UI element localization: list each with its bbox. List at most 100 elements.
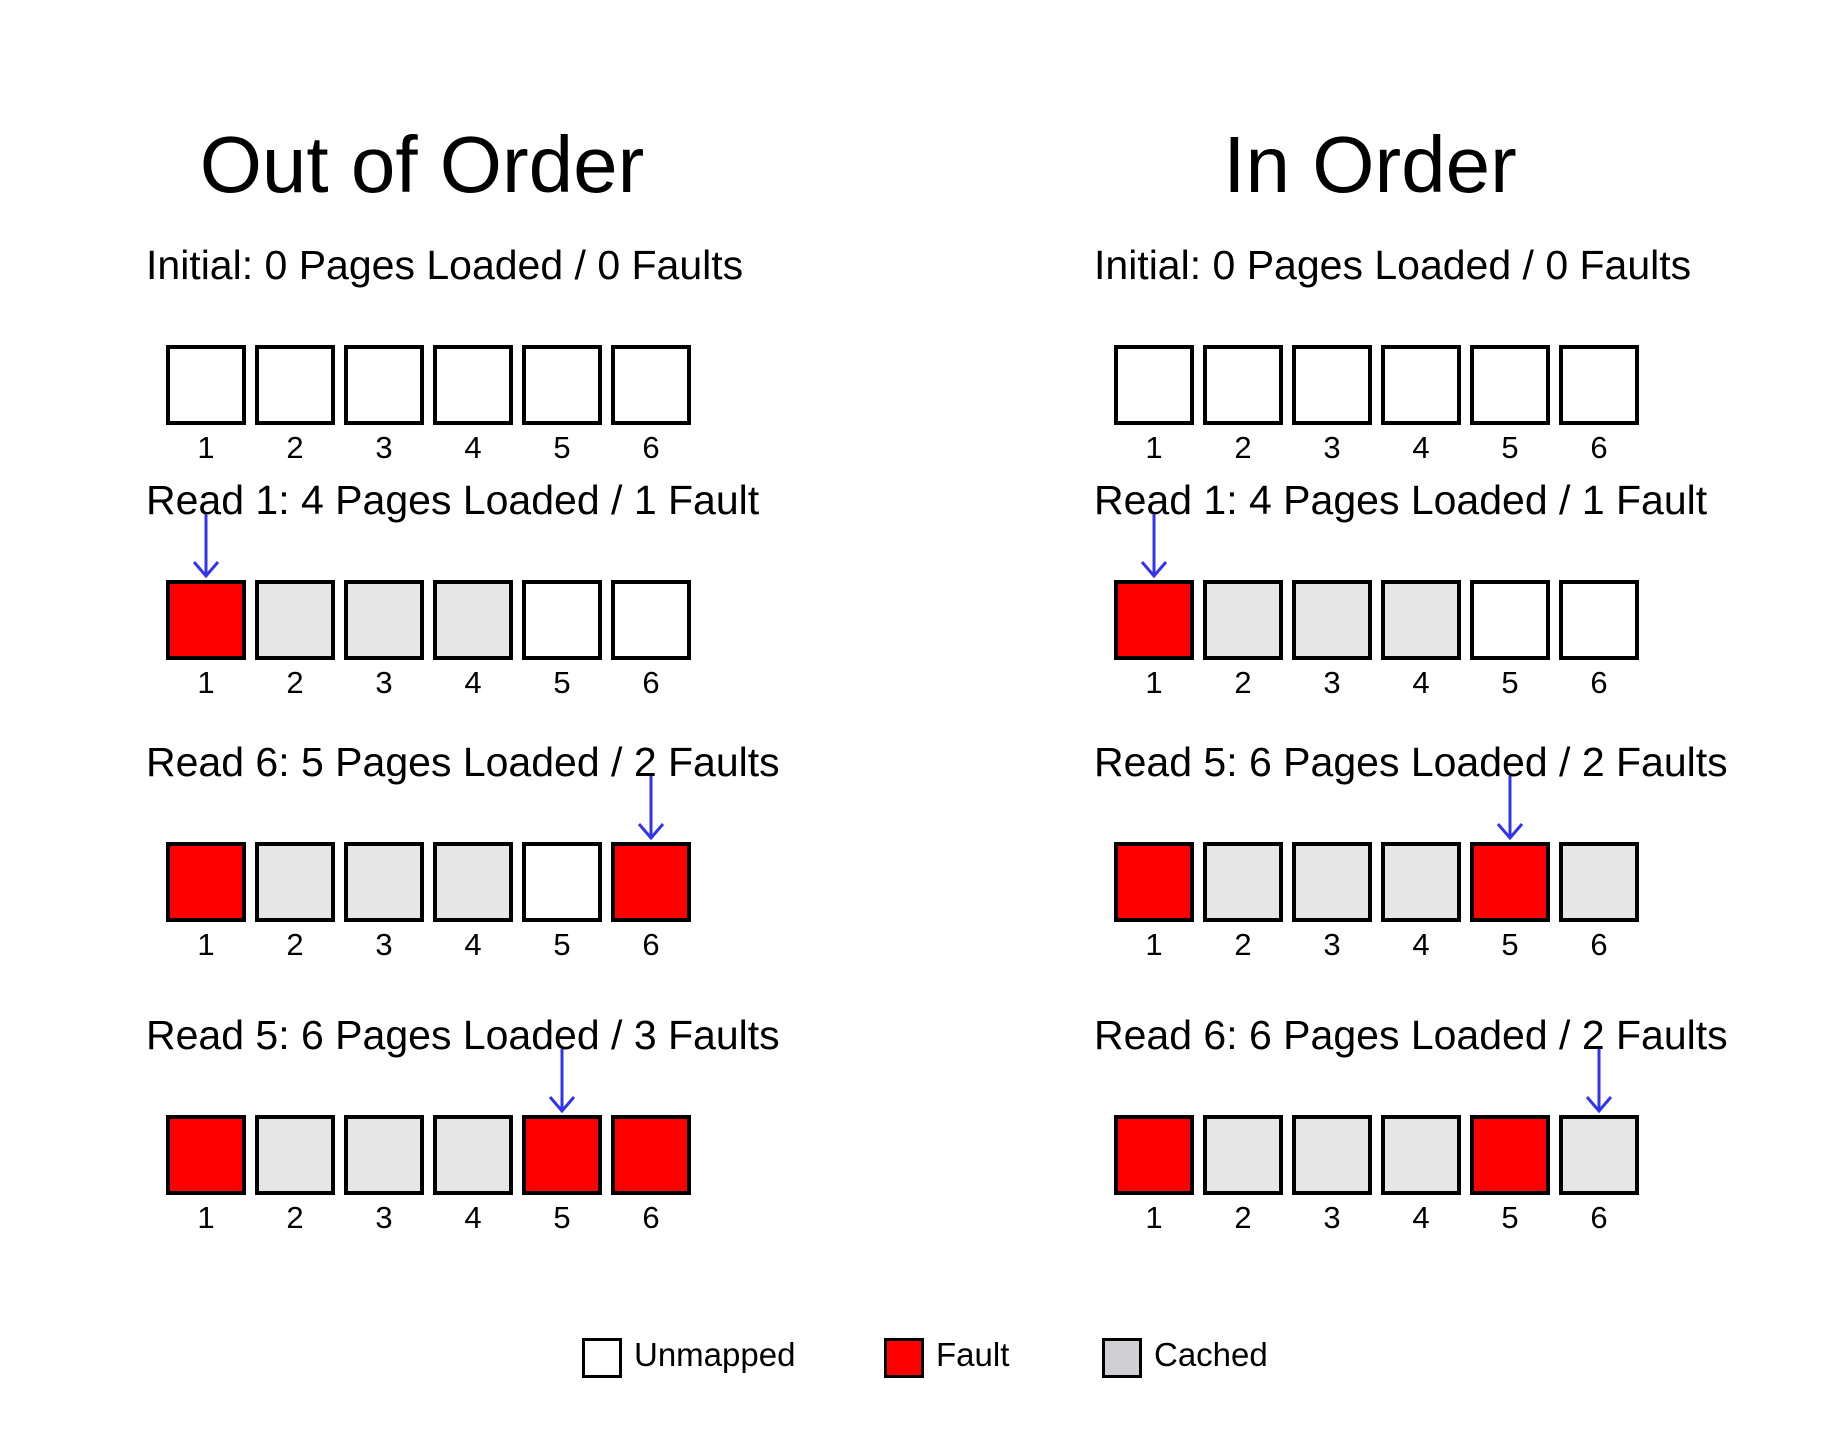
page-cell: 5 (522, 842, 611, 962)
page-box-cached (255, 1115, 335, 1195)
step-caption: Read 1: 4 Pages Loaded / 1 Fault (146, 477, 760, 523)
page-cell: 4 (1381, 345, 1470, 465)
page-box-unmapped (1470, 345, 1550, 425)
page-number: 1 (197, 665, 215, 700)
page-number: 6 (642, 1200, 660, 1235)
arrow-head (1496, 823, 1524, 841)
page-number: 5 (1501, 927, 1519, 962)
page-number: 1 (197, 430, 215, 465)
page-box-fault (1114, 842, 1194, 922)
page-number: 1 (1145, 430, 1163, 465)
page-cell: 5 (1470, 776, 1559, 962)
down-arrow-icon (548, 1049, 576, 1114)
page-number: 1 (1145, 1200, 1163, 1235)
page-cell: 6 (1559, 842, 1648, 962)
page-cell: 5 (522, 345, 611, 465)
page-cell: 6 (611, 345, 700, 465)
page-cell: 6 (611, 580, 700, 700)
page-number: 4 (1412, 1200, 1430, 1235)
page-cell: 1 (1114, 1115, 1203, 1235)
page-box-unmapped (1203, 345, 1283, 425)
page-cell: 2 (255, 842, 344, 962)
page-box-cached (344, 580, 424, 660)
panel-title: Out of Order (199, 120, 645, 209)
page-box-cached (433, 1115, 513, 1195)
panel-title: In Order (1223, 120, 1517, 209)
page-box-fault (1114, 580, 1194, 660)
page-box-cached (1203, 842, 1283, 922)
page-box-unmapped (1559, 580, 1639, 660)
page-box-cached (1292, 1115, 1372, 1195)
page-box-unmapped (522, 842, 602, 922)
page-cell: 2 (1203, 842, 1292, 962)
page-number: 1 (1145, 927, 1163, 962)
page-number: 4 (1412, 927, 1430, 962)
page-cell: 3 (344, 1115, 433, 1235)
page-cell: 6 (1559, 580, 1648, 700)
page-number: 5 (1501, 430, 1519, 465)
page-number: 6 (1590, 927, 1608, 962)
page-cell: 2 (1203, 580, 1292, 700)
page-number: 1 (197, 1200, 215, 1235)
arrow-head (1585, 1096, 1613, 1114)
page-box-fault (1470, 1115, 1550, 1195)
page-box-unmapped (522, 345, 602, 425)
page-number: 4 (464, 430, 482, 465)
page-number: 1 (1145, 665, 1163, 700)
page-cell: 5 (522, 1049, 611, 1235)
page-number: 6 (642, 927, 660, 962)
page-box-unmapped (1292, 345, 1372, 425)
step-caption: Initial: 0 Pages Loaded / 0 Faults (1094, 242, 1692, 288)
page-number: 2 (1234, 430, 1252, 465)
page-cell: 4 (1381, 1115, 1470, 1235)
page-cell: 3 (1292, 1115, 1381, 1235)
page-number: 2 (1234, 1200, 1252, 1235)
page-cell: 2 (1203, 1115, 1292, 1235)
page-cell: 5 (522, 580, 611, 700)
page-cell: 3 (1292, 580, 1381, 700)
page-cell: 3 (344, 842, 433, 962)
page-box-fault (166, 842, 246, 922)
arrow-head (1140, 561, 1168, 579)
page-box-unmapped (344, 345, 424, 425)
page-box-fault (166, 580, 246, 660)
page-number: 2 (1234, 927, 1252, 962)
page-cell: 4 (1381, 580, 1470, 700)
page-number: 6 (1590, 665, 1608, 700)
page-box-unmapped (433, 345, 513, 425)
page-box-unmapped (1381, 345, 1461, 425)
page-number: 3 (1323, 430, 1341, 465)
legend-label: Unmapped (634, 1336, 796, 1373)
page-number: 2 (286, 1200, 304, 1235)
page-cell: 1 (166, 1115, 255, 1235)
step-caption: Read 5: 6 Pages Loaded / 2 Faults (1094, 739, 1728, 785)
step-caption: Read 6: 6 Pages Loaded / 2 Faults (1094, 1012, 1728, 1058)
page-number: 5 (553, 665, 571, 700)
page-box-cached (1203, 580, 1283, 660)
page-box-fault (522, 1115, 602, 1195)
page-number: 6 (1590, 1200, 1608, 1235)
page-box-cached (433, 842, 513, 922)
page-box-fault (611, 1115, 691, 1195)
page-box-cached (344, 842, 424, 922)
panel-in-order: In Order Initial: 0 Pages Loaded / 0 Fau… (1060, 120, 1820, 1260)
page-cell: 4 (433, 842, 522, 962)
down-arrow-icon (1585, 1049, 1613, 1114)
page-box-cached (344, 1115, 424, 1195)
step-caption: Read 6: 5 Pages Loaded / 2 Faults (146, 739, 780, 785)
legend-swatch-fault (884, 1338, 924, 1378)
page-number: 5 (1501, 665, 1519, 700)
page-number: 3 (1323, 1200, 1341, 1235)
page-cell: 4 (1381, 842, 1470, 962)
page-box-cached (1292, 580, 1372, 660)
step-caption: Read 5: 6 Pages Loaded / 3 Faults (146, 1012, 780, 1058)
legend-swatch-cached (1102, 1338, 1142, 1378)
